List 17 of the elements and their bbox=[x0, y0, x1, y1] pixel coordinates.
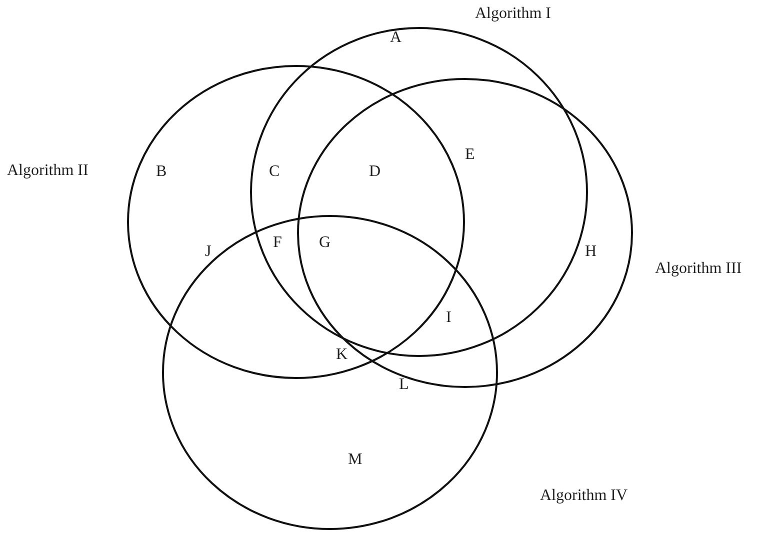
region-letter: H bbox=[585, 244, 597, 260]
region-letter: M bbox=[348, 452, 362, 468]
region-letter: J bbox=[205, 244, 212, 260]
region-letter: A bbox=[390, 30, 402, 46]
set-label: Algorithm III bbox=[655, 260, 742, 278]
region-letter: K bbox=[336, 347, 348, 363]
set-label: Algorithm IV bbox=[540, 487, 628, 505]
region-letter: G bbox=[319, 235, 331, 251]
region-letter: C bbox=[269, 164, 280, 180]
region-letter: F bbox=[273, 235, 282, 251]
region-letter: I bbox=[446, 310, 452, 326]
set-label: Algorithm II bbox=[7, 162, 88, 180]
region-letter: L bbox=[399, 377, 409, 393]
set-label: Algorithm I bbox=[475, 5, 551, 23]
region-letter: D bbox=[369, 164, 381, 180]
region-letter: B bbox=[156, 164, 167, 180]
region-letter: E bbox=[465, 147, 475, 163]
